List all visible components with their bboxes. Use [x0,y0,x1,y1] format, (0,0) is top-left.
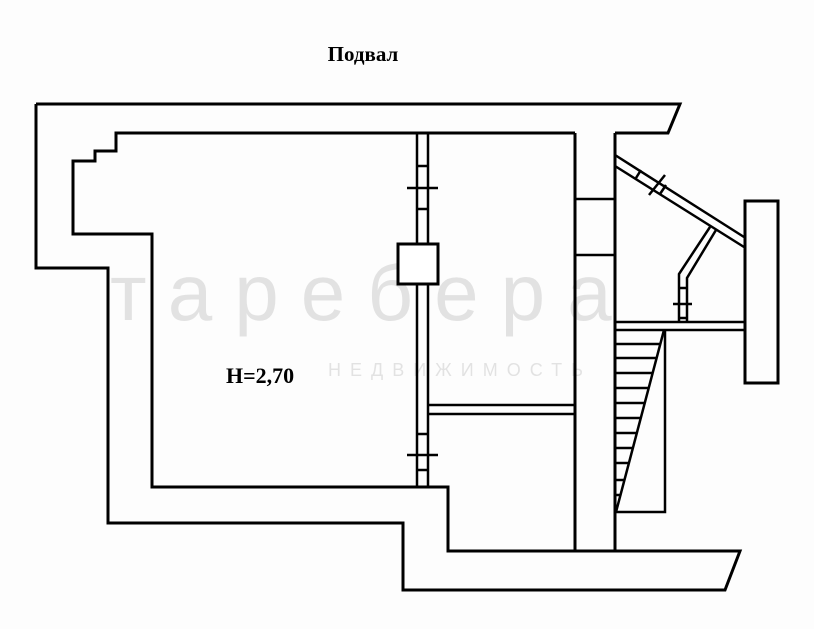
diagonal-wall [614,153,745,249]
partition-wall-vertical [407,133,438,487]
staircase [614,329,667,514]
outer-wall-left [34,104,743,592]
watermark-brand: тарeбера [110,248,634,337]
ventilation-box [396,242,440,286]
ceiling-height-label: H=2,70 [226,363,294,388]
watermark-subtitle: НЕДВИЖИМОСТЬ [328,360,592,380]
exterior-block [743,199,780,385]
angled-partition [673,226,718,322]
plan-title: Подвал [328,42,399,66]
landing-wall [615,320,745,332]
partition-wall-horizontal [428,403,575,416]
structural-column [573,133,617,551]
outer-wall [36,102,683,135]
